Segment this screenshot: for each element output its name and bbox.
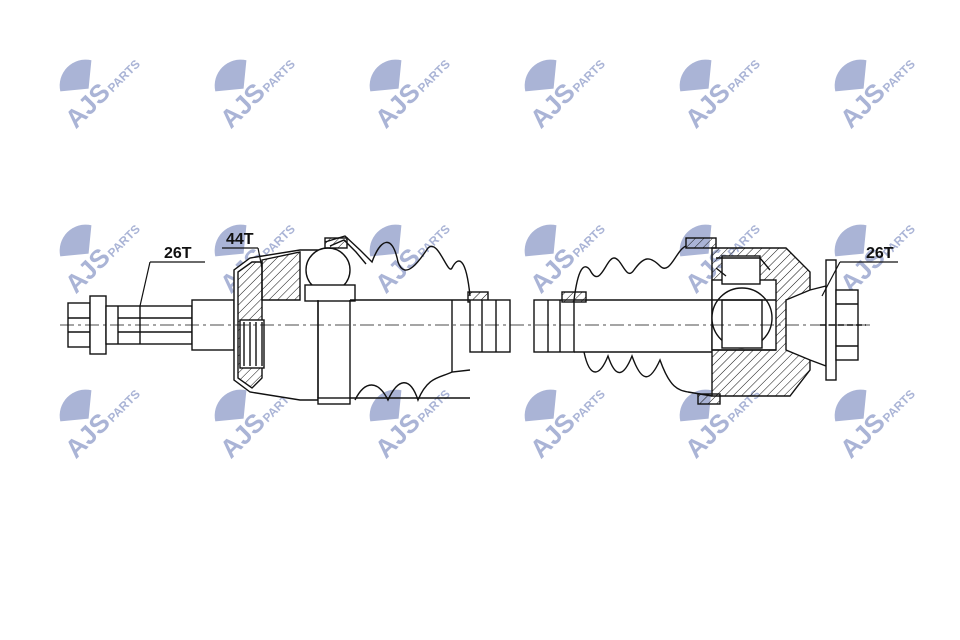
outer-boot [324,235,489,402]
callout-inner-spline: 26T [821,245,898,297]
inner-boot [573,237,721,405]
label-abs-ring: 44T [226,231,254,248]
outer-cv-joint [233,247,356,405]
label-inner-spline: 26T [866,245,894,262]
inner-stub-shaft [820,259,866,381]
intermediate-shaft [469,291,587,353]
inner-tripod-joint [711,247,827,397]
label-outer-spline: 26T [164,245,192,262]
callout-abs-ring: 44T [222,231,263,269]
callout-outer-spline: 26T [139,245,205,307]
